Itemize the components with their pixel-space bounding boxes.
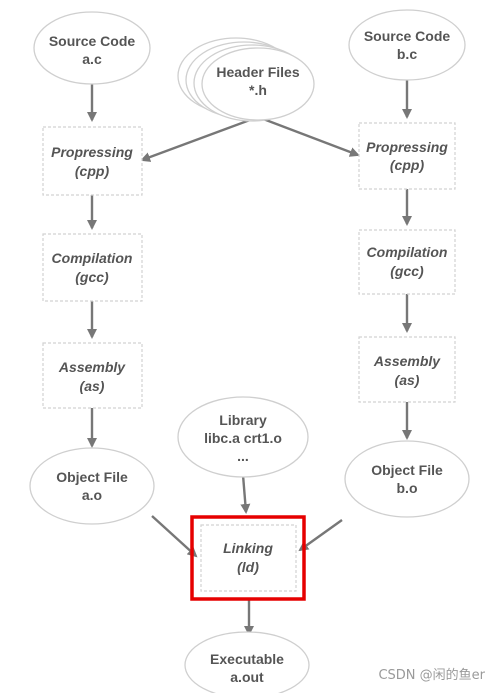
compilation-a-label: Compilation — [52, 250, 133, 266]
compilation-b-node: Compilation (gcc) — [358, 229, 456, 295]
arrow-obj-a-to-linking — [151, 515, 198, 558]
header-files-node: Header Files *.h — [177, 37, 315, 122]
object-file-a-file: a.o — [82, 487, 102, 503]
linking-label: Linking — [223, 540, 273, 556]
library-node: Library libc.a crt1.o ... — [177, 396, 309, 478]
linking-node: Linking (ld) — [190, 515, 306, 601]
arrow-obj-b-to-linking — [298, 519, 343, 552]
preprocessing-a-label: Propressing — [51, 144, 133, 160]
preprocessing-b-label: Propressing — [366, 139, 448, 155]
preprocessing-b-node: Propressing (cpp) — [358, 122, 456, 190]
assembly-a-label: Assembly — [58, 359, 126, 375]
assembly-b-tool: (as) — [395, 372, 420, 388]
compilation-b-label: Compilation — [367, 244, 448, 260]
csdn-watermark: CSDN @闲的鱼er — [378, 668, 485, 683]
assembly-b-label: Assembly — [373, 353, 441, 369]
compilation-b-tool: (gcc) — [390, 263, 424, 279]
object-file-b-node: Object File b.o — [344, 440, 470, 518]
library-ellipsis: ... — [237, 448, 249, 464]
source-code-a-node: Source Code a.c — [33, 11, 151, 85]
header-files-pattern: *.h — [249, 82, 267, 98]
library-files: libc.a crt1.o — [204, 430, 282, 446]
object-file-b-label: Object File — [371, 462, 443, 478]
assembly-b-node: Assembly (as) — [358, 336, 456, 403]
preprocessing-a-tool: (cpp) — [75, 163, 110, 179]
source-code-b-node: Source Code b.c — [348, 9, 466, 81]
source-a-file: a.c — [82, 51, 102, 67]
compilation-a-tool: (gcc) — [75, 269, 109, 285]
linking-tool: (ld) — [237, 559, 259, 575]
assembly-a-node: Assembly (as) — [42, 342, 143, 409]
executable-label: Executable — [210, 651, 284, 667]
executable-node: Executable a.out — [184, 631, 310, 693]
linking-highlight-frame — [190, 515, 306, 601]
assembly-a-tool: (as) — [80, 378, 105, 394]
arrow-library-to-linking — [240, 474, 251, 514]
object-file-b-file: b.o — [397, 480, 418, 496]
header-files-label: Header Files — [216, 64, 299, 80]
source-b-file: b.c — [397, 46, 417, 62]
library-label: Library — [219, 412, 267, 428]
source-a-label: Source Code — [49, 33, 136, 49]
arrow-header-to-cpp-b — [257, 115, 360, 157]
source-b-label: Source Code — [364, 28, 451, 44]
compilation-a-node: Compilation (gcc) — [42, 233, 143, 302]
object-file-a-node: Object File a.o — [29, 447, 155, 525]
preprocessing-b-tool: (cpp) — [390, 157, 425, 173]
executable-file: a.out — [230, 669, 264, 685]
object-file-a-label: Object File — [56, 469, 128, 485]
preprocessing-a-node: Propressing (cpp) — [42, 126, 143, 196]
arrow-header-to-cpp-a — [140, 115, 259, 162]
arrows — [87, 80, 412, 636]
